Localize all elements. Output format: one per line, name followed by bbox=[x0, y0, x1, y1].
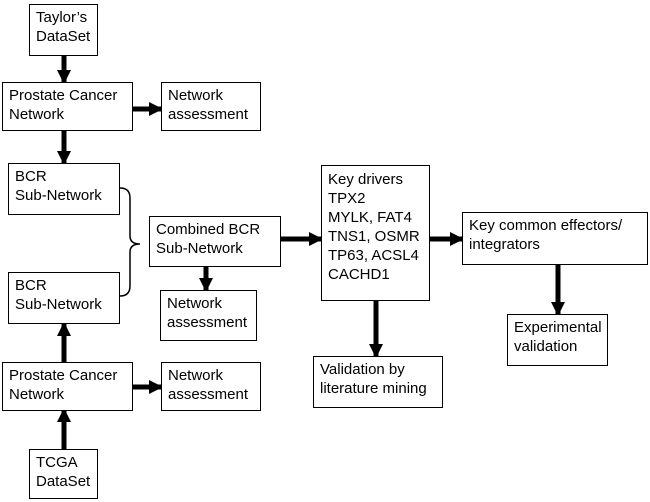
network-assessment-combined-box: Network assessment bbox=[160, 290, 257, 341]
network-assessment-bottom-box: Network assessment bbox=[161, 362, 261, 411]
node-label: Key drivers bbox=[328, 171, 404, 188]
node-label: Network bbox=[168, 87, 224, 104]
node-label: Validation by bbox=[320, 361, 405, 378]
node-label: assessment bbox=[167, 314, 248, 331]
node-label: Sub-Network bbox=[15, 296, 102, 313]
node-label: validation bbox=[514, 338, 578, 355]
node-label: TCGA bbox=[36, 454, 78, 471]
node-label: TP63, ACSL4 bbox=[328, 247, 419, 264]
node-label: Network bbox=[9, 386, 65, 403]
prostate-cancer-network-bottom-box: Prostate Cancer Network bbox=[2, 362, 133, 411]
bcr-subnetwork-top-box: BCR Sub-Network bbox=[8, 163, 120, 215]
network-assessment-top-box: Network assessment bbox=[161, 82, 261, 131]
taylor-dataset-box: Taylor’s DataSet bbox=[29, 4, 98, 56]
tcga-dataset-box: TCGA DataSet bbox=[29, 449, 98, 499]
bracket-bcr-merge bbox=[119, 187, 141, 297]
node-label: integrators bbox=[469, 236, 540, 253]
node-label: Prostate Cancer bbox=[9, 367, 118, 384]
validation-literature-box: Validation by literature mining bbox=[313, 356, 443, 408]
node-label: Sub-Network bbox=[156, 240, 243, 257]
key-common-effectors-box: Key common effectors/ integrators bbox=[462, 212, 648, 265]
node-label: DataSet bbox=[36, 473, 91, 490]
node-label: Prostate Cancer bbox=[9, 87, 118, 104]
node-label: Key common effectors/ bbox=[469, 217, 623, 234]
bcr-subnetwork-bottom-box: BCR Sub-Network bbox=[8, 272, 120, 324]
node-label: TNS1, OSMR bbox=[328, 228, 420, 245]
node-label: Experimental bbox=[514, 319, 602, 336]
prostate-cancer-network-top-box: Prostate Cancer Network bbox=[2, 82, 133, 131]
node-label: CACHD1 bbox=[328, 266, 390, 283]
node-label: MYLK, FAT4 bbox=[328, 209, 412, 226]
node-label: assessment bbox=[168, 386, 249, 403]
node-label: Network bbox=[168, 367, 224, 384]
node-label: BCR bbox=[15, 168, 47, 185]
node-label: Network bbox=[9, 106, 65, 123]
node-label: TPX2 bbox=[328, 190, 366, 207]
node-label: Sub-Network bbox=[15, 187, 102, 204]
node-label: BCR bbox=[15, 277, 47, 294]
node-label: assessment bbox=[168, 106, 249, 123]
experimental-validation-box: Experimental validation bbox=[507, 314, 608, 366]
key-drivers-box: Key drivers TPX2 MYLK, FAT4 TNS1, OSMR T… bbox=[321, 165, 430, 301]
node-label: Taylor’s bbox=[36, 9, 88, 26]
node-label: Network bbox=[167, 295, 223, 312]
node-label: DataSet bbox=[36, 28, 91, 45]
combined-bcr-subnetwork-box: Combined BCR Sub-Network bbox=[149, 216, 281, 267]
node-label: literature mining bbox=[320, 380, 427, 397]
node-label: Combined BCR bbox=[156, 221, 261, 238]
